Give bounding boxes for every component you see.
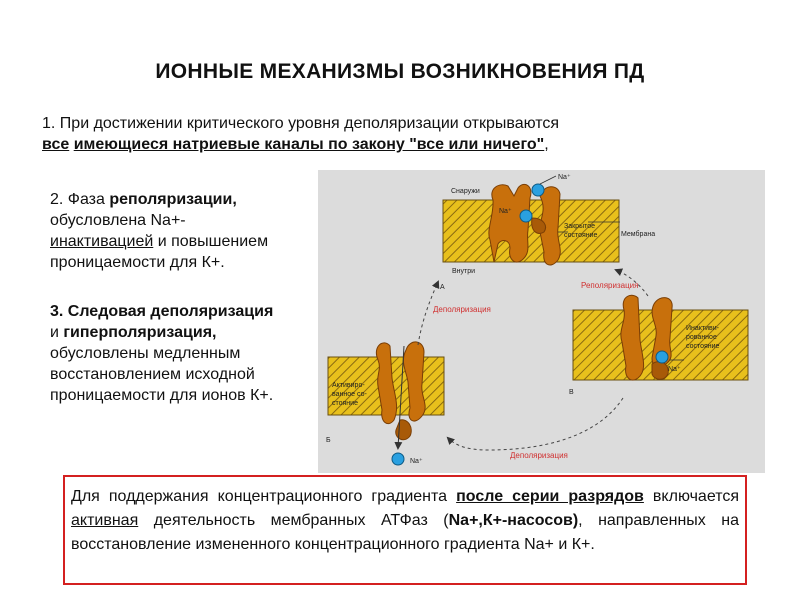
channel-right-v	[651, 297, 673, 368]
arrow-v-to-a	[614, 268, 649, 297]
state-b-label: Б	[326, 437, 331, 444]
note-part-1: Для поддержания концентрационного градие…	[71, 488, 457, 505]
na-flow-arrow	[394, 345, 405, 450]
na-b-label: Na⁺	[410, 458, 423, 465]
note-part-5: деятельность мембранных АТФаз (	[138, 512, 449, 529]
point-1-word-all: все	[42, 136, 70, 153]
point-2-line4: проницаемости для К+.	[50, 254, 225, 271]
outside-label: Снаружи	[451, 188, 480, 195]
gate-v	[651, 361, 669, 380]
sodium-channel-diagram: Na⁺ Снаружи Na⁺ Закрытое состояние Мембр…	[318, 170, 765, 473]
membrane-a	[442, 199, 620, 263]
state-v-label: В	[569, 389, 574, 396]
gate-a	[531, 217, 546, 234]
channel-left-a	[488, 183, 532, 263]
point-1-text: 1. При достижении критического уровня де…	[42, 113, 732, 155]
depolarization-label-1: Деполяризация	[433, 305, 491, 314]
note-active: активная	[71, 512, 139, 529]
closed-label-2: состояние	[564, 232, 598, 239]
point-3-trace-depolarization: 3. Следовая деполяризация	[50, 303, 274, 320]
state-b-activated: Активиро- ванное со- стояние Б Na⁺	[326, 341, 445, 466]
point-2-repolarization: реполяризации,	[109, 191, 237, 208]
na-v-label: Na⁺	[668, 366, 681, 373]
closed-label-1: Закрытое	[564, 223, 595, 230]
point-1-prefix: 1. При достижении критического уровня де…	[42, 115, 560, 132]
inactivated-label-1: Инактиви-	[686, 325, 720, 332]
inside-label: Внутри	[452, 268, 475, 275]
page-title: ИОННЫЕ МЕХАНИЗМЫ ВОЗНИКНОВЕНИЯ ПД	[155, 60, 645, 83]
depolarization-label-2: Деполяризация	[510, 451, 568, 460]
arrow-v-to-b	[446, 397, 624, 451]
cycle-arrows: Реполяризация Деполяризация Деполяризаци…	[417, 268, 649, 460]
inactivated-label-2: рованное	[686, 334, 717, 341]
na-ion-b	[391, 452, 405, 466]
activated-label-1: Активиро-	[332, 382, 365, 389]
note-part-3: включается	[643, 488, 740, 505]
state-a-closed: Na⁺ Снаружи Na⁺ Закрытое состояние Мембр…	[440, 174, 655, 291]
na-top-label: Na⁺	[558, 174, 571, 181]
na-ion-a-top	[531, 183, 545, 197]
na-ion-v	[655, 350, 669, 364]
activated-label-3: стояние	[332, 400, 358, 407]
point-3-text: 3. Следовая деполяризация и гиперполяриз…	[50, 301, 330, 406]
point-3-line5: проницаемости для ионов К+.	[50, 387, 274, 404]
activated-label-2: ванное со-	[332, 391, 367, 398]
channel-left-v	[620, 294, 645, 381]
state-v-inactivated: Инактиви- рованное состояние Na⁺ В	[569, 294, 749, 396]
leader-na-top	[539, 175, 557, 185]
channel-states-svg: Na⁺ Снаружи Na⁺ Закрытое состояние Мембр…	[326, 174, 749, 466]
point-3-line4: восстановлением исходной	[50, 366, 255, 383]
repolarization-label: Реполяризация	[581, 281, 638, 290]
state-a-label: А	[440, 284, 445, 291]
note-part-7: , направленных на восстановление изменен…	[71, 512, 739, 553]
point-1-suffix: ,	[544, 136, 549, 153]
point-2-inactivation: инактивацией	[50, 233, 154, 250]
gate-b	[395, 419, 412, 441]
inactivated-label-3: состояние	[686, 343, 720, 350]
point-2-line3: и повышением	[153, 233, 269, 250]
membrane-label: Мембрана	[621, 230, 655, 238]
atpase-note-box: Для поддержания концентрационного градие…	[63, 475, 747, 585]
point-3-hyperpolarization: гиперполяризация,	[63, 324, 217, 341]
point-3-line3: обусловлены медленным	[50, 345, 241, 362]
point-2-prefix: 2. Фаза	[50, 191, 110, 208]
point-2-line2: обусловлена Na+-	[50, 212, 186, 229]
channel-right-b	[402, 341, 426, 422]
na-ion-a	[519, 209, 533, 223]
channel-left-b	[376, 342, 398, 425]
note-pumps: Na+,К+-насосов)	[448, 512, 579, 529]
point-3-and: и	[50, 324, 64, 341]
point-2-text: 2. Фаза реполяризации, обусловлена Na+- …	[50, 189, 325, 273]
na-a-label: Na⁺	[499, 208, 512, 215]
note-after-series: после серии разрядов	[456, 488, 644, 505]
arrow-b-to-a	[417, 280, 440, 346]
point-1-law: имеющиеся натриевые каналы по закону "вс…	[73, 136, 545, 153]
